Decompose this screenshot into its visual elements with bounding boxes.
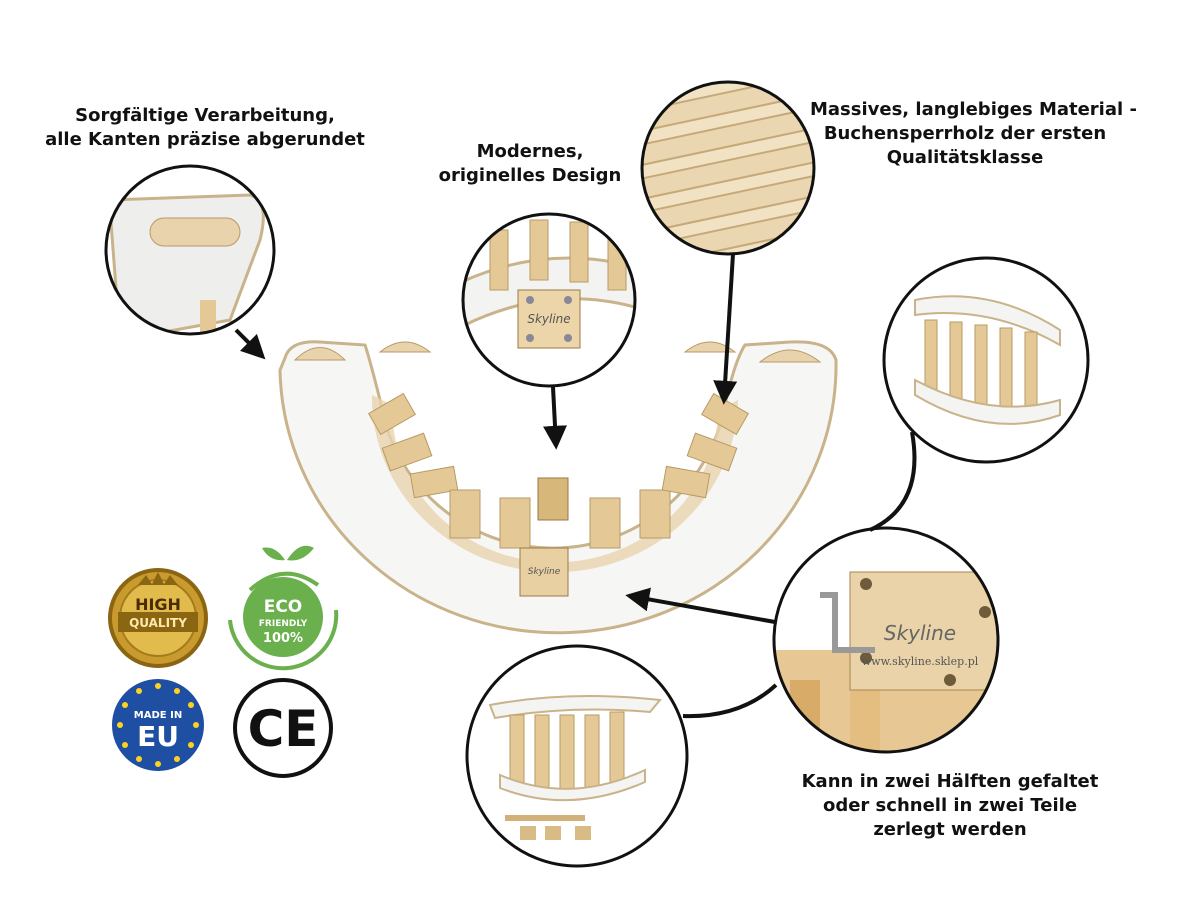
detail-circle-handle bbox=[104, 164, 276, 336]
eco-friendly-badge: ECO FRIENDLY 100% bbox=[228, 545, 339, 671]
made-in-line-2: EU bbox=[137, 720, 179, 753]
detail-circle-hinge: Skyline www.skyline.sklep.pl bbox=[772, 526, 1000, 754]
high-quality-line-1: HIGH bbox=[135, 595, 181, 614]
caption-design: Modernes, originelles Design bbox=[420, 140, 640, 188]
caption-fold-line-2: oder schnell in zwei Teile bbox=[822, 795, 1078, 816]
high-quality-line-2: QUALITY bbox=[129, 616, 187, 630]
leaf-icon bbox=[262, 547, 285, 561]
rocker-logo-text: Skyline bbox=[528, 567, 561, 577]
detail-circle-design: Skyline bbox=[461, 212, 637, 388]
ce-mark-badge: CE bbox=[233, 678, 333, 778]
caption-material-line-3: Qualitätsklasse bbox=[886, 147, 1044, 168]
caption-design-line-1: Modernes, bbox=[476, 141, 584, 162]
connector-disassembled bbox=[682, 683, 778, 719]
caption-edges-line-1: Sorgfältige Verarbeitung, bbox=[75, 105, 335, 126]
connector-folded bbox=[869, 431, 917, 532]
arrow-material bbox=[713, 253, 738, 405]
arrow-hinge bbox=[625, 587, 776, 624]
hinge-url-text: www.skyline.sklep.pl bbox=[862, 655, 979, 668]
caption-design-line-2: originelles Design bbox=[438, 165, 622, 186]
made-in-eu-badge: MADE IN EU bbox=[112, 679, 204, 771]
high-quality-badge: HIGH QUALITY bbox=[108, 568, 208, 668]
callout-arrows bbox=[234, 253, 917, 719]
ce-mark-text: CE bbox=[248, 700, 319, 758]
eco-line-1: ECO bbox=[264, 597, 303, 617]
caption-fold-line-1: Kann in zwei Hälften gefaltet bbox=[801, 771, 1099, 792]
arrow-design bbox=[543, 386, 567, 450]
caption-material-line-2: Buchensperrholz der ersten bbox=[823, 123, 1107, 144]
caption-edges-line-2: alle Kanten präzise abgerundet bbox=[45, 129, 365, 150]
hinge-logo-text: Skyline bbox=[884, 621, 956, 645]
made-in-line-1: MADE IN bbox=[134, 710, 182, 721]
detail-circle-disassembled bbox=[465, 644, 689, 868]
caption-material-line-1: Massives, langlebiges Material - bbox=[810, 99, 1137, 120]
detail-circle-material bbox=[640, 80, 816, 256]
caption-edges: Sorgfältige Verarbeitung, alle Kanten pr… bbox=[40, 104, 370, 152]
eco-line-2: FRIENDLY bbox=[259, 619, 308, 629]
design-logo-text: Skyline bbox=[527, 312, 570, 326]
detail-circle-folded bbox=[882, 256, 1090, 464]
caption-material: Massives, langlebiges Material - Buchens… bbox=[810, 98, 1137, 170]
caption-fold: Kann in zwei Hälften gefaltet oder schne… bbox=[800, 770, 1100, 842]
rocker-main-image: Skyline bbox=[278, 340, 838, 635]
eu-stars-icon bbox=[117, 683, 199, 767]
arrow-edges bbox=[234, 328, 266, 360]
caption-fold-line-3: zerlegt werden bbox=[873, 819, 1027, 840]
eco-line-3: 100% bbox=[263, 631, 303, 646]
